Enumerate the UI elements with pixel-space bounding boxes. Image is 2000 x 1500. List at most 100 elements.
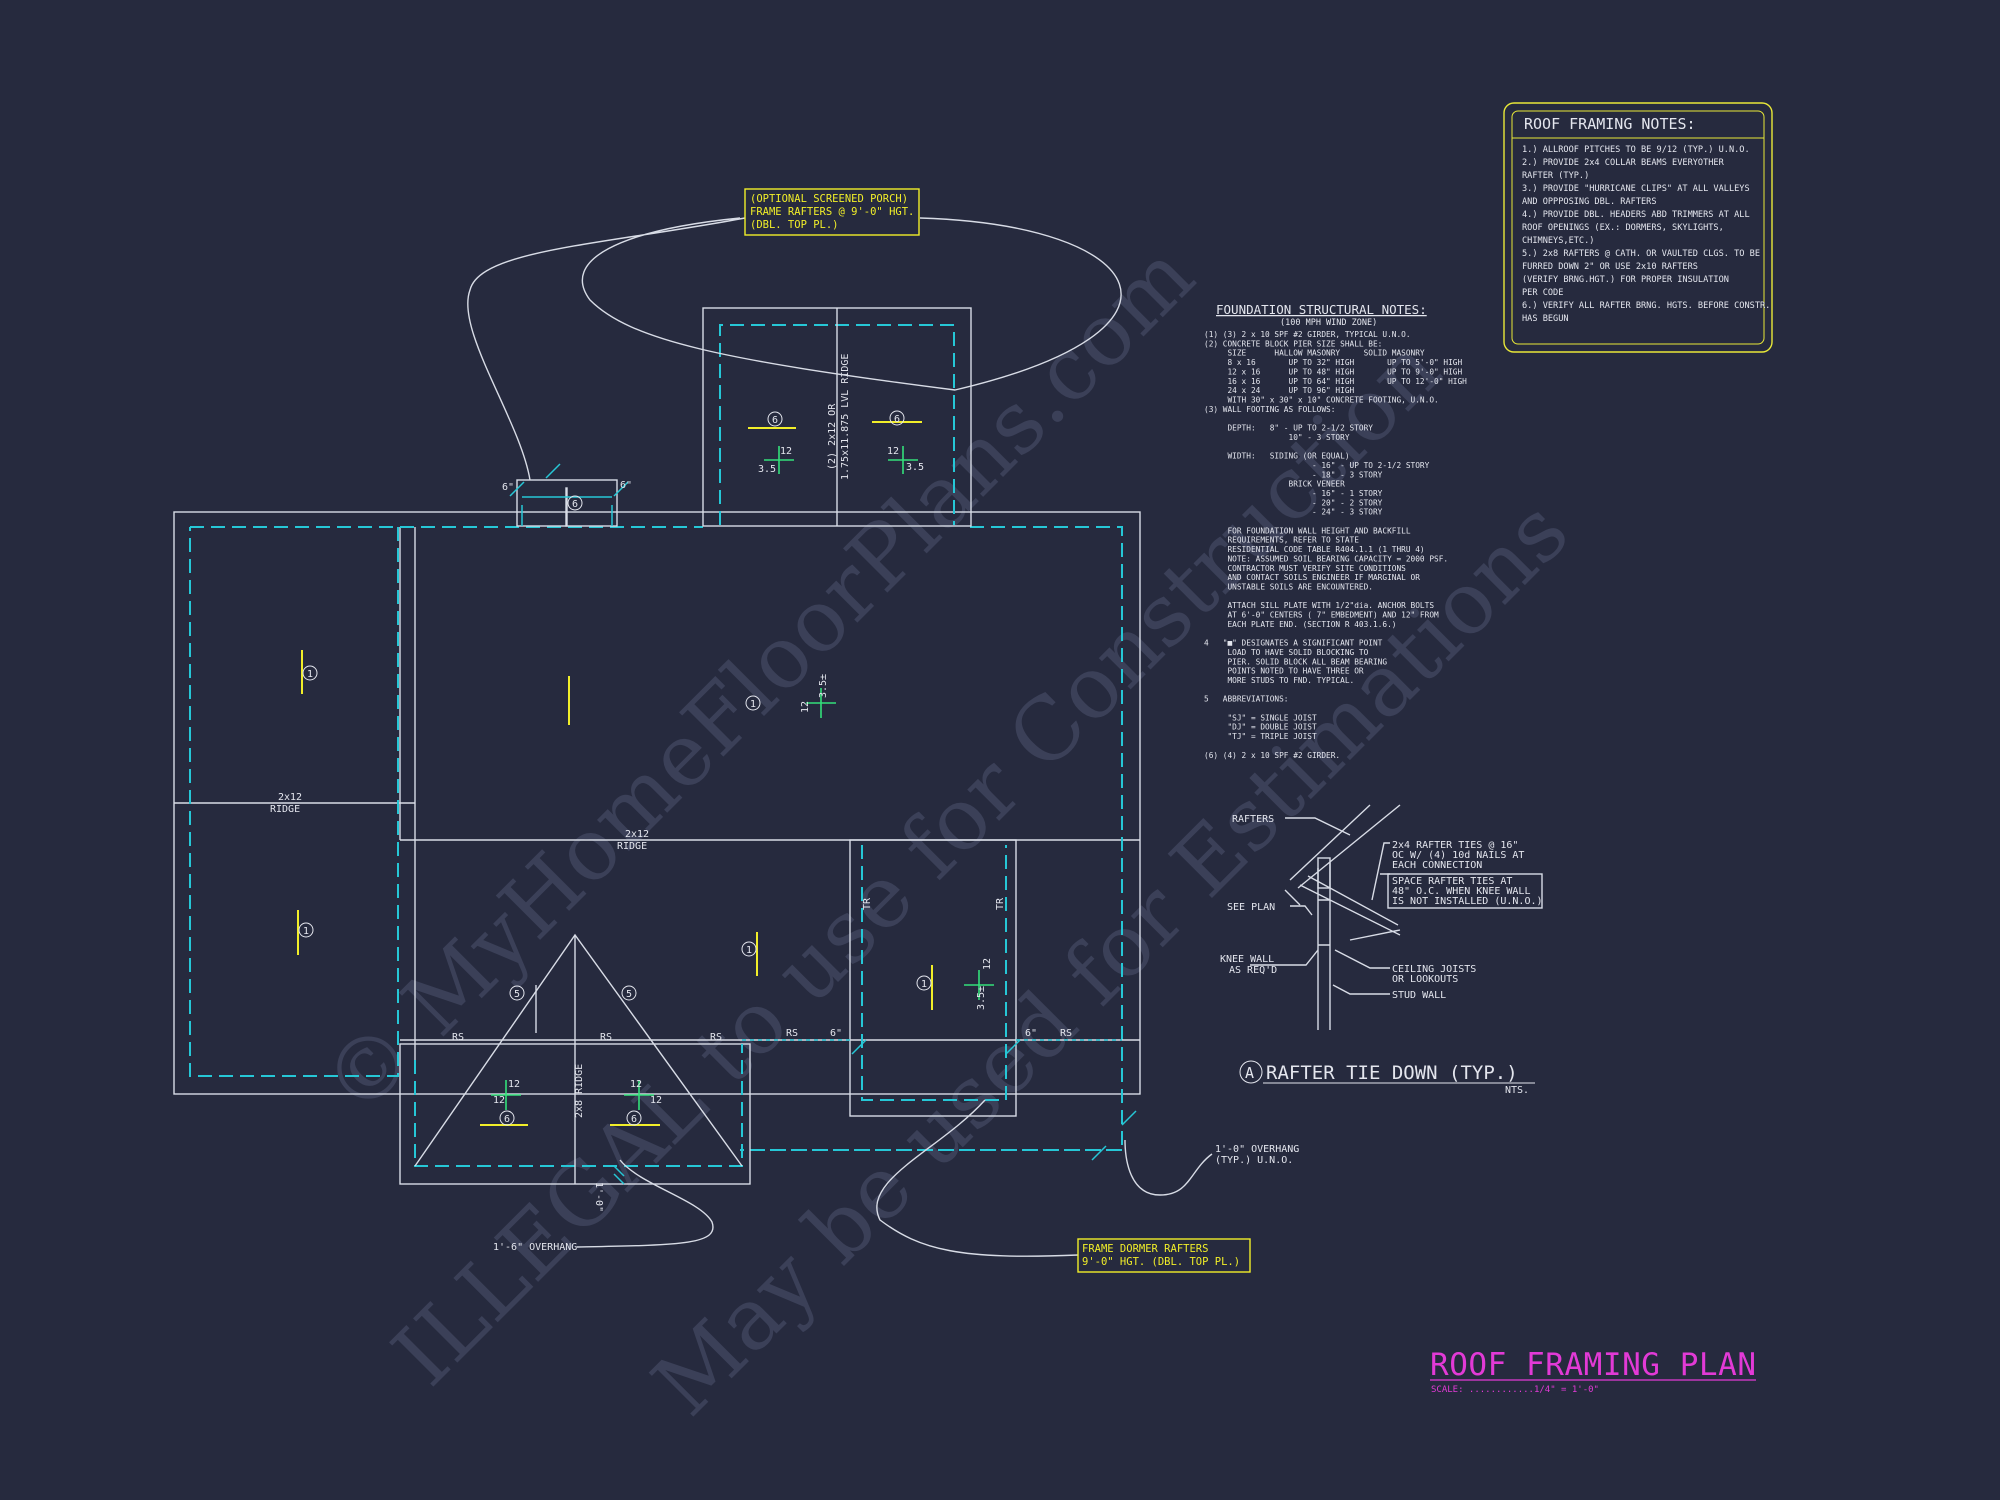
rs-label-1: RS xyxy=(452,1032,464,1043)
porch-callout-line-1: (OPTIONAL SCREENED PORCH) xyxy=(750,193,908,205)
roof-framing-notes: ROOF FRAMING NOTES: 1.) ALLROOF PITCHES … xyxy=(1503,102,1773,353)
detail-label-knee-1: KNEE WALL xyxy=(1220,954,1274,965)
detail-label-stud: STUD WALL xyxy=(1392,990,1446,1001)
foundation-note-line: 4 "■" DESIGNATES A SIGNIFICANT POINT xyxy=(1204,639,1383,648)
front-gable-eave xyxy=(414,1044,743,1167)
foundation-notes: FOUNDATION STRUCTURAL NOTES: (100 MPH WI… xyxy=(1204,302,1467,760)
roof-note-line: 2.) PROVIDE 2x4 COLLAR BEAMS EVERYOTHER xyxy=(1522,158,1725,168)
foundation-note-line: "SJ" = SINGLE JOIST xyxy=(1204,713,1317,722)
foundation-note-line: WIDTH: SIDING (OR EQUAL) xyxy=(1204,452,1350,461)
foundation-note-line: "TJ" = TRIPLE JOIST xyxy=(1204,732,1317,741)
foundation-note-line: - 18" - 3 STORY xyxy=(1204,470,1383,479)
tag-circle xyxy=(626,1110,642,1126)
svg-text:1'-0": 1'-0" xyxy=(593,1182,604,1212)
tag-circle xyxy=(621,985,637,1001)
rafter-tie-detail: RAFTERS SEE PLAN KNEE WALL AS REQ'D 2x4 … xyxy=(1220,804,1543,1096)
tag-circles: 1 1 1 1 1 5 5 6 6 6 6 6 xyxy=(298,410,932,1126)
dormer-callout-line-2: 9'-0" HGT. (DBL. TOP PL.) xyxy=(1082,1256,1240,1268)
tag-number: 1 xyxy=(921,979,927,990)
porch-leader-curves xyxy=(467,217,1122,481)
svg-text:12: 12 xyxy=(780,446,792,457)
roof-note-line: RAFTER (TYP.) xyxy=(1522,171,1589,181)
detail-label-ties-1: 2x4 RAFTER TIES @ 16" xyxy=(1392,840,1518,851)
tag-number: 1 xyxy=(746,945,752,956)
porch-ridge-label-1: (2) 2x12 OR xyxy=(827,403,838,470)
foundation-note-line: 16 x 16 UP TO 64" HIGH UP TO 12'-0" HIGH xyxy=(1204,377,1467,386)
foundation-note-line: 12 x 16 UP TO 48" HIGH UP TO 9'-0" HIGH xyxy=(1204,367,1462,376)
tag-circle xyxy=(767,411,783,427)
left-ridge-label: RIDGE xyxy=(270,804,300,815)
tag-number: 6 xyxy=(631,1114,637,1125)
typ-overhang-label-1: 1'-0" OVERHANG xyxy=(1215,1144,1299,1155)
dormer-outline xyxy=(849,839,1017,1117)
foundation-note-line: FOR FOUNDATION WALL HEIGHT AND BACKFILL xyxy=(1204,526,1411,535)
roof-plan: (2) 2x12 OR 1.75x11.875 LVL RIDGE 2x8 RI… xyxy=(173,217,1213,1257)
rs-label-2: RS xyxy=(600,1032,612,1043)
tag-circle xyxy=(499,1110,515,1126)
porch-callout-box xyxy=(744,188,920,236)
roof-note-line: (VERIFY BRNG.HGT.) FOR PROPER INSULATION xyxy=(1522,275,1729,285)
detail-label-knee-2: AS REQ'D xyxy=(1229,965,1277,976)
rs-label-3: RS xyxy=(710,1032,722,1043)
tag-circle xyxy=(741,941,757,957)
sheet-scale: SCALE: ............1/4" = 1'-0" xyxy=(1431,1385,1599,1395)
detail-title-letter: A xyxy=(1245,1064,1254,1082)
detail-title: RAFTER TIE DOWN (TYP.) xyxy=(1266,1062,1518,1084)
foundation-note-line: (2) CONCRETE BLOCK PIER SIZE SHALL BE: xyxy=(1204,339,1382,348)
roof-note-line: CHIMNEYS,ETC.) xyxy=(1522,236,1594,246)
dormer-callout-line-1: FRAME DORMER RAFTERS xyxy=(1082,1243,1208,1255)
foundation-note-line: - 16" - UP TO 2-1/2 STORY xyxy=(1204,461,1430,470)
span-arrows xyxy=(297,421,933,1126)
svg-text:3.5±: 3.5± xyxy=(818,674,829,698)
detail-leaders xyxy=(1250,817,1390,995)
detail-block xyxy=(1317,857,1331,889)
foundation-note-line: 5 ABBREVIATIONS: xyxy=(1204,695,1289,704)
detail-label-rafters: RAFTERS xyxy=(1232,814,1274,825)
tag-circle xyxy=(509,985,525,1001)
main-ridge-size: 2x12 xyxy=(625,829,649,840)
foundation-note-line: SIZE HALLOW MASONRY SOLID MASONRY xyxy=(1204,349,1425,358)
foundation-note-line: 10" - 3 STORY xyxy=(1204,433,1350,442)
tag-number: 6 xyxy=(504,1114,510,1125)
svg-text:12: 12 xyxy=(982,958,993,970)
roof-note-line: 6.) VERIFY ALL RAFTER BRNG. HGTS. BEFORE… xyxy=(1522,301,1770,311)
svg-text:3.5: 3.5 xyxy=(906,462,924,473)
svg-text:12: 12 xyxy=(493,1095,505,1106)
detail-title-circle xyxy=(1239,1060,1263,1084)
foundation-note-line: - 24" - 3 STORY xyxy=(1204,508,1383,517)
main-ridge-label: RIDGE xyxy=(617,841,647,852)
typ-overhang-leader xyxy=(1124,1139,1213,1196)
detail-rafter-lines xyxy=(1284,804,1401,1030)
foundation-note-line: AND CONTACT SOILS ENGINEER IF MARGINAL O… xyxy=(1204,573,1420,582)
foundation-note-line: "DJ" = DOUBLE JOIST xyxy=(1204,723,1317,732)
detail-space-box xyxy=(1387,873,1543,909)
chimney-eave xyxy=(521,496,613,526)
six-inch-label-1: 6" xyxy=(830,1028,842,1039)
roof-note-line: 1.) ALLROOF PITCHES TO BE 9/12 (TYP.) U.… xyxy=(1522,145,1750,155)
porch-ridge-label-2: 1.75x11.875 LVL RIDGE xyxy=(840,354,851,480)
detail-label-space-2: 48" O.C. WHEN KNEE WALL xyxy=(1392,886,1530,897)
foundation-notes-lines: (1) (3) 2 x 10 SPF #2 GIRDER, TYPICAL U.… xyxy=(1204,330,1467,760)
foundation-note-line: ATTACH SILL PLATE WITH 1/2"dia. ANCHOR B… xyxy=(1204,601,1434,610)
detail-label-ties-2: OC W/ (4) 10d NAILS AT xyxy=(1392,850,1524,861)
detail-label-space-1: SPACE RAFTER TIES AT xyxy=(1392,876,1512,887)
tag-number: 5 xyxy=(626,989,632,1000)
foundation-note-line: AT 6'-0" CENTERS ( 7" EMBEDMENT) AND 12"… xyxy=(1204,611,1439,620)
detail-label-ceiling-2: OR LOOKOUTS xyxy=(1392,974,1458,985)
detail-label-ties-3: EACH CONNECTION xyxy=(1392,860,1482,871)
tag-number: 6 xyxy=(894,414,900,425)
foundation-note-line: - 16" - 1 STORY xyxy=(1204,489,1383,498)
tag-circle xyxy=(745,695,761,711)
front-overhang-leader xyxy=(576,1159,714,1248)
roof-note-line: 3.) PROVIDE "HURRICANE CLIPS" AT ALL VAL… xyxy=(1522,184,1750,194)
foundation-note-line: RESIDENTIAL CODE TABLE R404.1.1 (1 THRU … xyxy=(1204,545,1425,554)
foundation-note-line: BRICK VENEER xyxy=(1204,480,1345,489)
tag-number: 1 xyxy=(750,699,756,710)
porch-callout: (OPTIONAL SCREENED PORCH) FRAME RAFTERS … xyxy=(744,188,920,236)
roof-note-line: 5.) 2x8 RAFTERS @ CATH. OR VAULTED CLGS.… xyxy=(1522,249,1760,259)
left-ridge-size: 2x12 xyxy=(278,792,302,803)
foundation-note-line: LOAD TO HAVE SOLID BLOCKING TO xyxy=(1204,648,1369,657)
roof-note-line: FURRED DOWN 2" OR USE 2x10 RAFTERS xyxy=(1522,262,1698,272)
foundation-note-line: (1) (3) 2 x 10 SPF #2 GIRDER, TYPICAL U.… xyxy=(1204,330,1411,339)
sheet-title-block: ROOF FRAMING PLAN SCALE: ............1/4… xyxy=(1430,1347,1756,1395)
